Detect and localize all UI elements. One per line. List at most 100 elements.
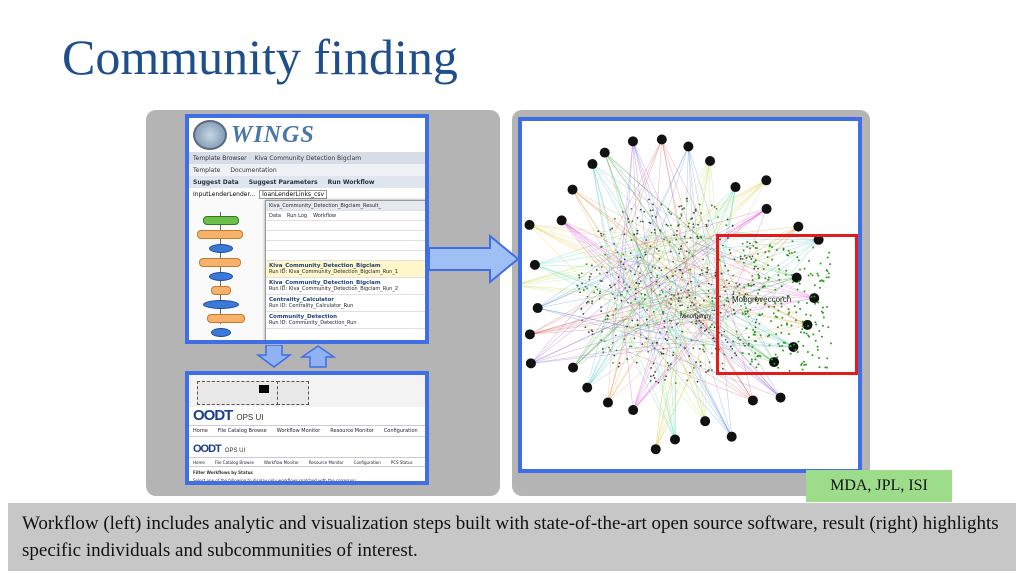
- graph-dot: [710, 204, 713, 207]
- graph-edge: [529, 315, 628, 335]
- graph-dot: [688, 355, 691, 357]
- nav-file-catalog[interactable]: File Catalog Browse: [217, 428, 267, 434]
- graph-dot: [692, 211, 695, 214]
- network-graph-svg: [522, 134, 832, 455]
- suggest-parameters-button[interactable]: Suggest Parameters: [248, 178, 318, 186]
- list-item[interactable]: Kiva_Community_Detection_Bigclam Run ID:…: [266, 278, 425, 295]
- graph-dot: [620, 299, 623, 302]
- list-item[interactable]: Kiva_Community_Detection_Bigclam Run ID:…: [266, 261, 425, 278]
- oodt-heading: Filter Workflows by Status: [193, 470, 253, 475]
- workflow-node[interactable]: [209, 244, 233, 253]
- graph-dot: [649, 209, 652, 212]
- graph-edge: [632, 249, 692, 411]
- workflow-node[interactable]: [209, 272, 233, 281]
- graph-dot: [677, 297, 680, 299]
- graph-dot: [678, 252, 681, 255]
- popup-tab[interactable]: Kiva_Community_Detection_Bigclam_Result_: [266, 201, 425, 211]
- graph-dot: [735, 282, 738, 285]
- tab-kiva-community[interactable]: Kiva Community Detection Bigclam: [254, 154, 362, 162]
- nav-small-item[interactable]: PCS Status: [390, 459, 413, 465]
- workflow-node[interactable]: [203, 300, 239, 309]
- oodt-logo-small: OODT: [193, 443, 222, 455]
- nav-small-item[interactable]: Resource Monitor: [308, 459, 344, 465]
- list-item[interactable]: Centrality_Calculator Run ID: Centrality…: [266, 295, 425, 312]
- nav-configuration[interactable]: Configuration: [383, 428, 418, 434]
- graph-dot: [617, 276, 620, 279]
- graph-edge: [529, 224, 649, 346]
- tab-template-browser[interactable]: Template Browser: [193, 154, 247, 162]
- nav-workflow-monitor[interactable]: Workflow Monitor: [276, 428, 321, 434]
- graph-edge: [522, 267, 670, 285]
- graph-edge: [572, 258, 654, 368]
- graph-dot: [773, 305, 776, 308]
- workflow-node[interactable]: [197, 230, 243, 239]
- graph-node: [726, 431, 737, 442]
- graph-dot: [670, 298, 673, 300]
- nav-small-item[interactable]: Home: [193, 459, 205, 465]
- workflow-node[interactable]: [211, 286, 231, 295]
- popup-tab-workflow[interactable]: Workflow: [313, 212, 337, 219]
- graph-dot: [825, 269, 828, 272]
- suggest-data-button[interactable]: Suggest Data: [193, 178, 239, 186]
- popup-tab-data[interactable]: Data: [269, 212, 281, 219]
- graph-dot: [665, 266, 668, 269]
- graph-dot: [624, 287, 627, 289]
- wings-input-row: InputLenderLender... loanLenderLinks_csv: [189, 188, 425, 200]
- workflow-node[interactable]: [203, 216, 239, 225]
- graph-edge: [561, 220, 650, 330]
- graph-dot: [649, 245, 652, 248]
- workflow-node[interactable]: [199, 258, 241, 267]
- graph-dot: [677, 248, 680, 251]
- popup-spacer: [266, 241, 425, 251]
- graph-edge: [607, 294, 637, 403]
- graph-dot: [686, 241, 688, 244]
- oodt-brand: OODT OPS UI: [189, 407, 425, 425]
- graph-dot: [639, 220, 642, 223]
- graph-dot: [801, 362, 804, 365]
- workflow-node[interactable]: [207, 314, 245, 323]
- graph-edge: [572, 318, 628, 368]
- graph-edge: [631, 231, 706, 422]
- graph-dot: [705, 371, 707, 373]
- subtab-documentation[interactable]: Documentation: [230, 166, 277, 174]
- graph-dot: [648, 198, 650, 201]
- graph-dot: [639, 208, 642, 211]
- graph-dot: [829, 263, 832, 266]
- graph-dot: [690, 280, 692, 283]
- nav-small-item[interactable]: Workflow Monitor: [263, 459, 299, 465]
- run-workflow-button[interactable]: Run Workflow: [327, 178, 375, 186]
- graph-dot: [756, 302, 759, 305]
- graph-dot: [797, 301, 800, 304]
- graph-dot: [801, 368, 804, 371]
- graph-edge: [607, 233, 651, 403]
- nav-resource-monitor[interactable]: Resource Monitor: [330, 428, 374, 434]
- graph-dot: [680, 214, 683, 217]
- graph-dot: [781, 296, 784, 299]
- graph-dot: [690, 321, 693, 323]
- graph-node: [683, 141, 694, 152]
- subtab-template[interactable]: Template: [193, 166, 221, 174]
- graph-dot: [601, 330, 603, 333]
- graph-dot: [598, 272, 601, 275]
- nav-home[interactable]: Home: [193, 428, 208, 434]
- nav-small-item[interactable]: Configuration: [353, 459, 381, 465]
- graph-node: [568, 362, 579, 373]
- list-item[interactable]: Community_Detection Run ID: Community_De…: [266, 312, 425, 329]
- graph-dot: [811, 354, 814, 357]
- graph-dot: [749, 308, 752, 311]
- graph-dot: [782, 247, 785, 250]
- graph-dot: [599, 290, 602, 293]
- input-value-field[interactable]: loanLenderLinks_csv: [259, 189, 328, 199]
- graph-dot: [754, 340, 757, 343]
- graph-dot: [811, 274, 814, 277]
- graph-edge: [592, 163, 704, 240]
- workflow-node[interactable]: [211, 328, 231, 337]
- popup-tab-runlog[interactable]: Run Log: [286, 212, 308, 219]
- graph-dot: [731, 347, 734, 350]
- graph-dot: [631, 220, 634, 223]
- graph-dot: [680, 310, 682, 313]
- graph-edge: [529, 224, 694, 317]
- nav-small-item[interactable]: File Catalog Browse: [214, 459, 254, 465]
- graph-edge: [706, 239, 819, 265]
- graph-dot: [822, 316, 825, 319]
